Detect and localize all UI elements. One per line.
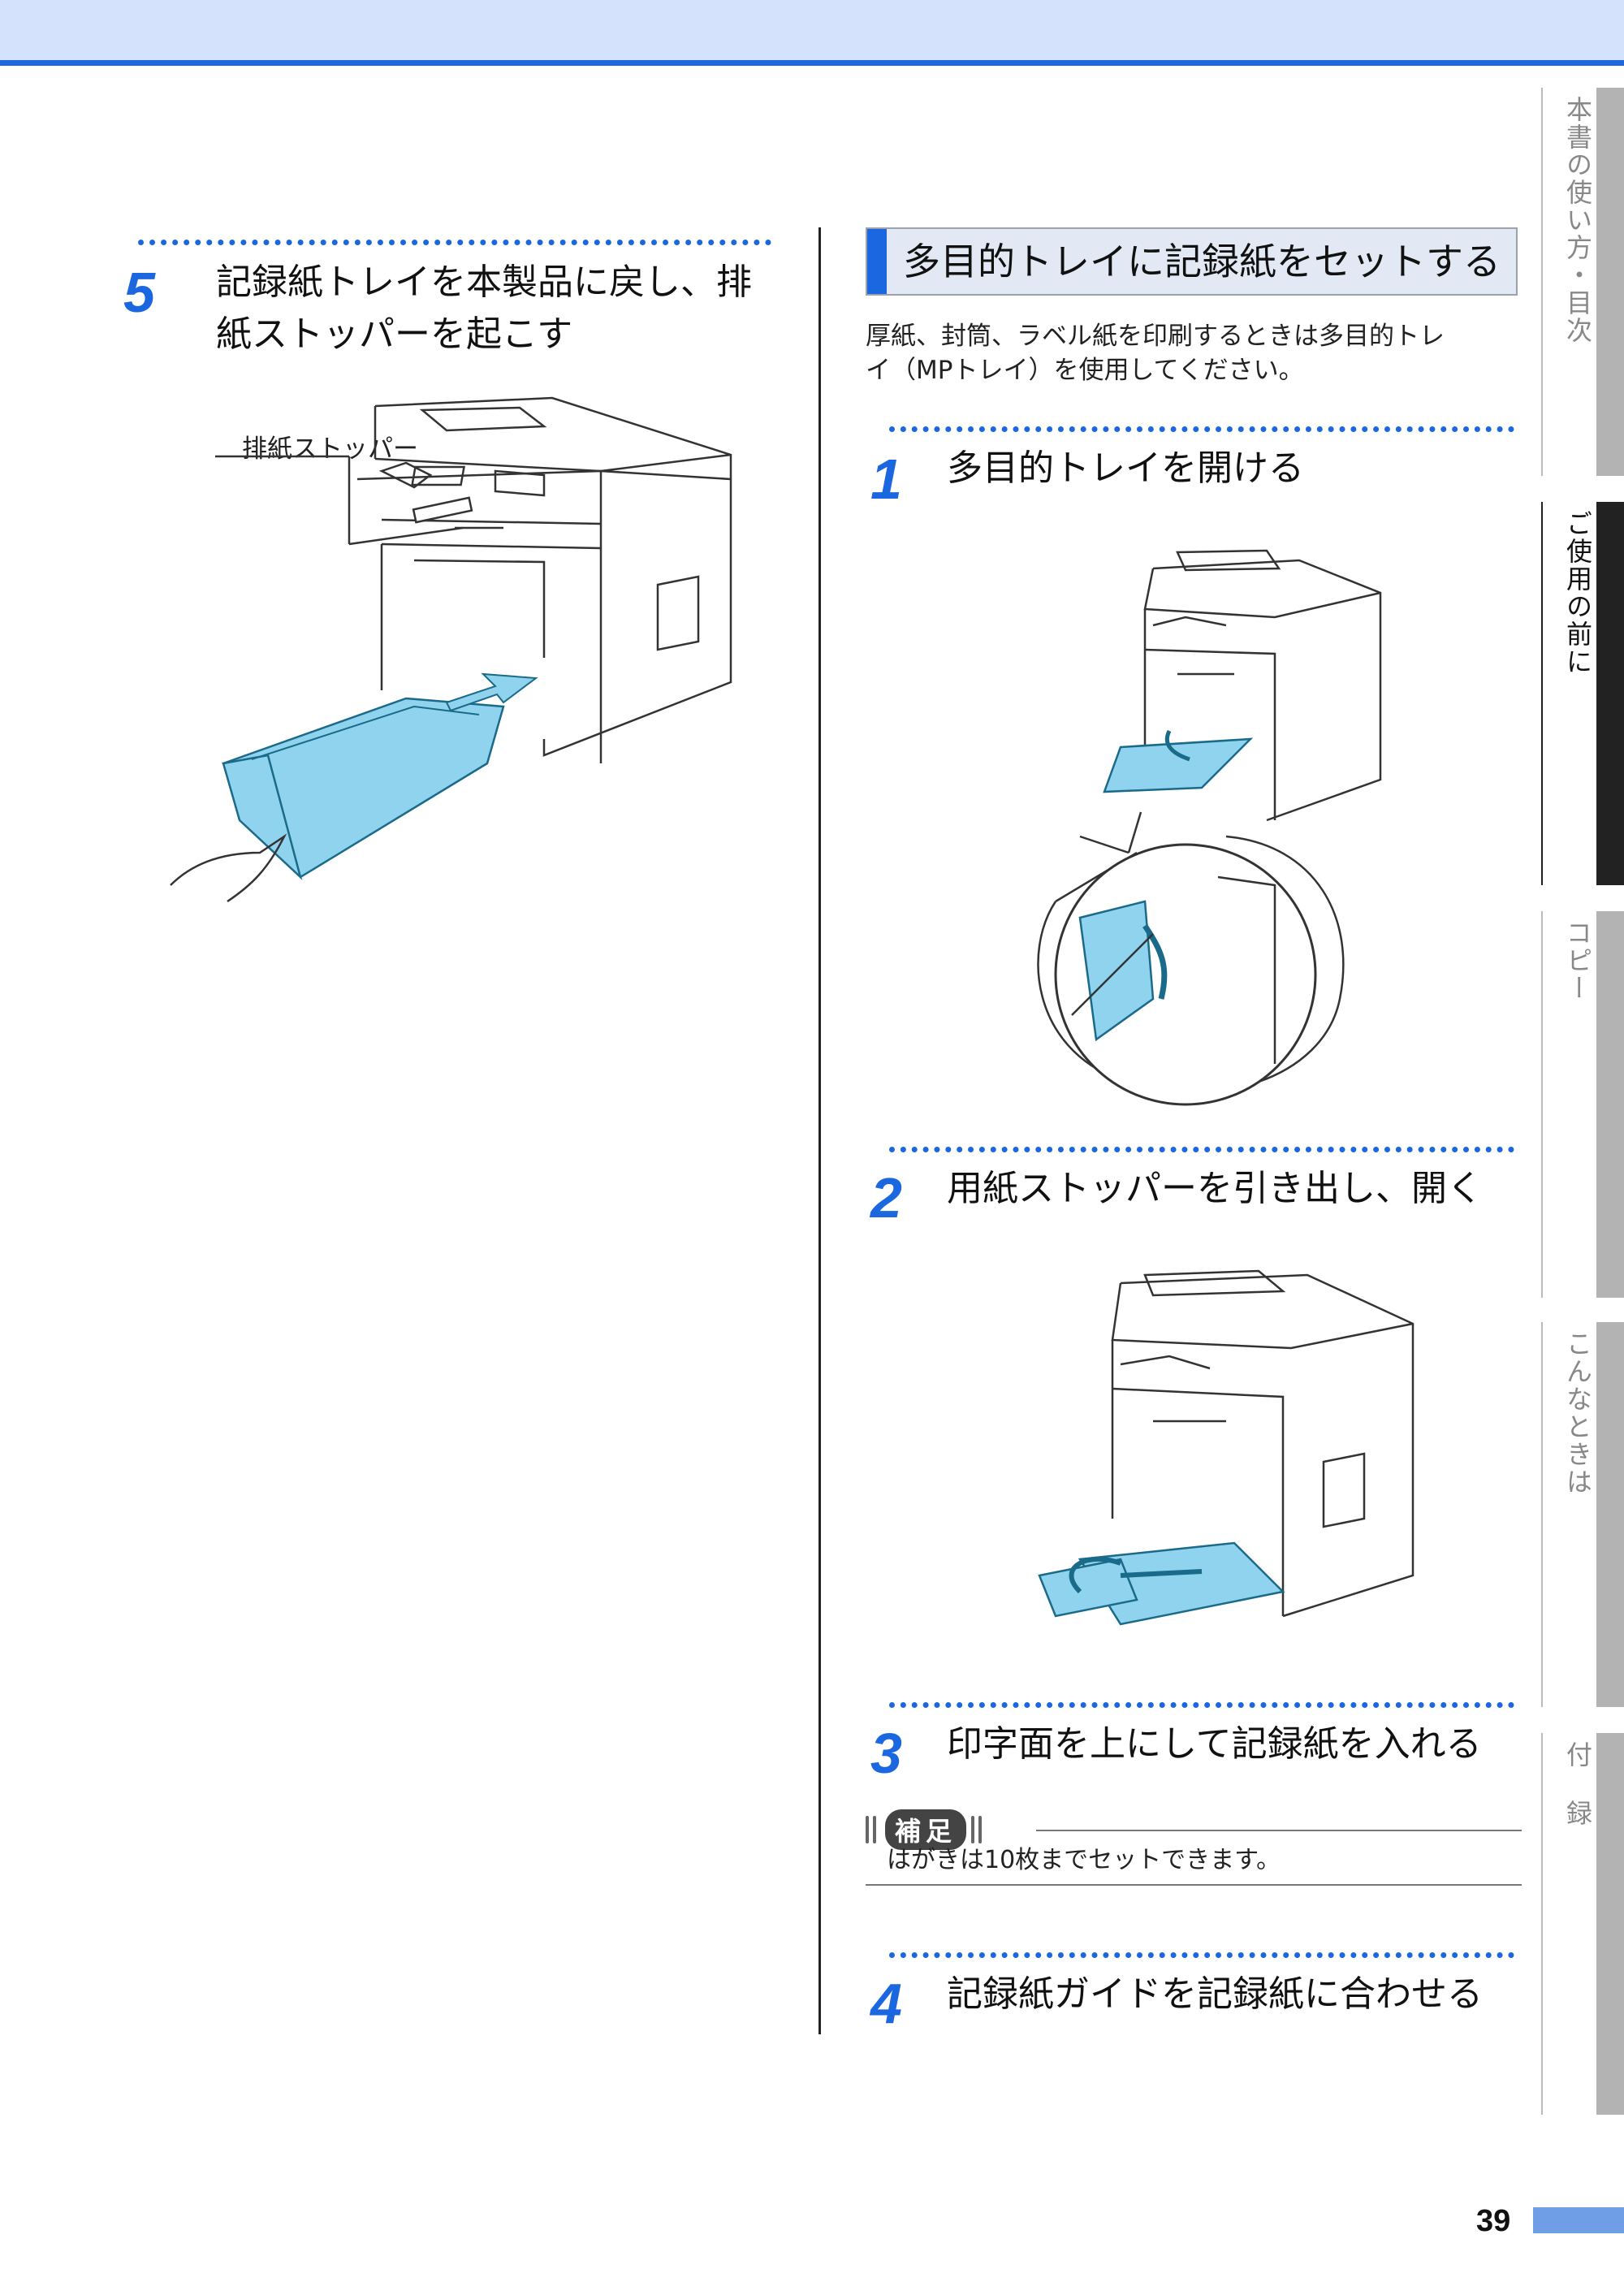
intro-paragraph: 厚紙、封筒、ラベル紙を印刷するときは多目的トレ イ（MPトレイ）を使用してくださ… [866, 319, 1531, 387]
note-bottom-rule [866, 1884, 1522, 1886]
page-number-bar [1533, 2207, 1624, 2233]
side-tab-label: 本書の使い方・目次 [1562, 96, 1593, 344]
step-divider [889, 1702, 1514, 1708]
side-tab-appendix[interactable]: 付録 [1541, 1733, 1624, 2115]
note-rule [1036, 1830, 1522, 1831]
intro-line-1: 厚紙、封筒、ラベル紙を印刷するときは多目的トレ [866, 322, 1445, 351]
header-rule [0, 60, 1624, 66]
page-number: 39 [1476, 2204, 1511, 2238]
step-5-title-line2: 紙ストッパーを起こす [216, 313, 573, 355]
side-tab-before-use[interactable]: ご使用の前に [1541, 502, 1624, 885]
note-text: はがきは10枚までセットできます。 [887, 1846, 1281, 1874]
section-heading-accent [867, 229, 887, 294]
step-2-title: 用紙ストッパーを引き出し、開く [947, 1168, 1483, 1209]
section-heading-text: 多目的トレイに記録紙をセットする [903, 240, 1501, 283]
step-5-number: 5 [123, 261, 155, 324]
open-mp-tray-illustration [1037, 549, 1382, 1106]
side-tab-label: ご使用の前に [1562, 510, 1593, 676]
step-4-title: 記録紙ガイドを記録紙に合わせる [947, 1973, 1483, 2015]
note-label: 補足 [885, 1809, 967, 1850]
side-tab-contents[interactable]: 本書の使い方・目次 [1541, 88, 1624, 476]
intro-line-2: イ（MPトレイ）を使用してください。 [866, 356, 1304, 385]
note-header: 補足 [866, 1806, 1522, 1855]
side-tab-troubleshooting[interactable]: こんなときは [1541, 1322, 1624, 1707]
step-1-number: 1 [870, 447, 902, 511]
step-5-title-line1: 記録紙トレイを本製品に戻し、排 [216, 261, 752, 303]
side-tab-label: 付録 [1562, 1741, 1593, 1858]
step-2-number: 2 [870, 1166, 902, 1230]
step-divider [889, 1952, 1514, 1958]
section-heading: 多目的トレイに記録紙をセットする [866, 227, 1518, 296]
step-3-title: 印字面を上にして記録紙を入れる [947, 1723, 1482, 1765]
side-tab-label: コピー [1562, 919, 1593, 1002]
column-divider [818, 227, 821, 2034]
header-band [0, 0, 1624, 60]
note-badge: 補足 [866, 1809, 986, 1850]
printer-tray-illustration [170, 396, 732, 903]
step-divider [889, 1147, 1514, 1152]
side-tab-label: こんなときは [1562, 1330, 1593, 1496]
step-1-title: 多目的トレイを開ける [947, 447, 1304, 489]
step-divider [138, 240, 771, 245]
step-divider [889, 426, 1514, 432]
step-4-number: 4 [870, 1972, 902, 2035]
paper-stopper-illustration [1038, 1269, 1415, 1626]
side-tab-copy[interactable]: コピー [1541, 911, 1624, 1298]
step-3-number: 3 [870, 1722, 902, 1785]
